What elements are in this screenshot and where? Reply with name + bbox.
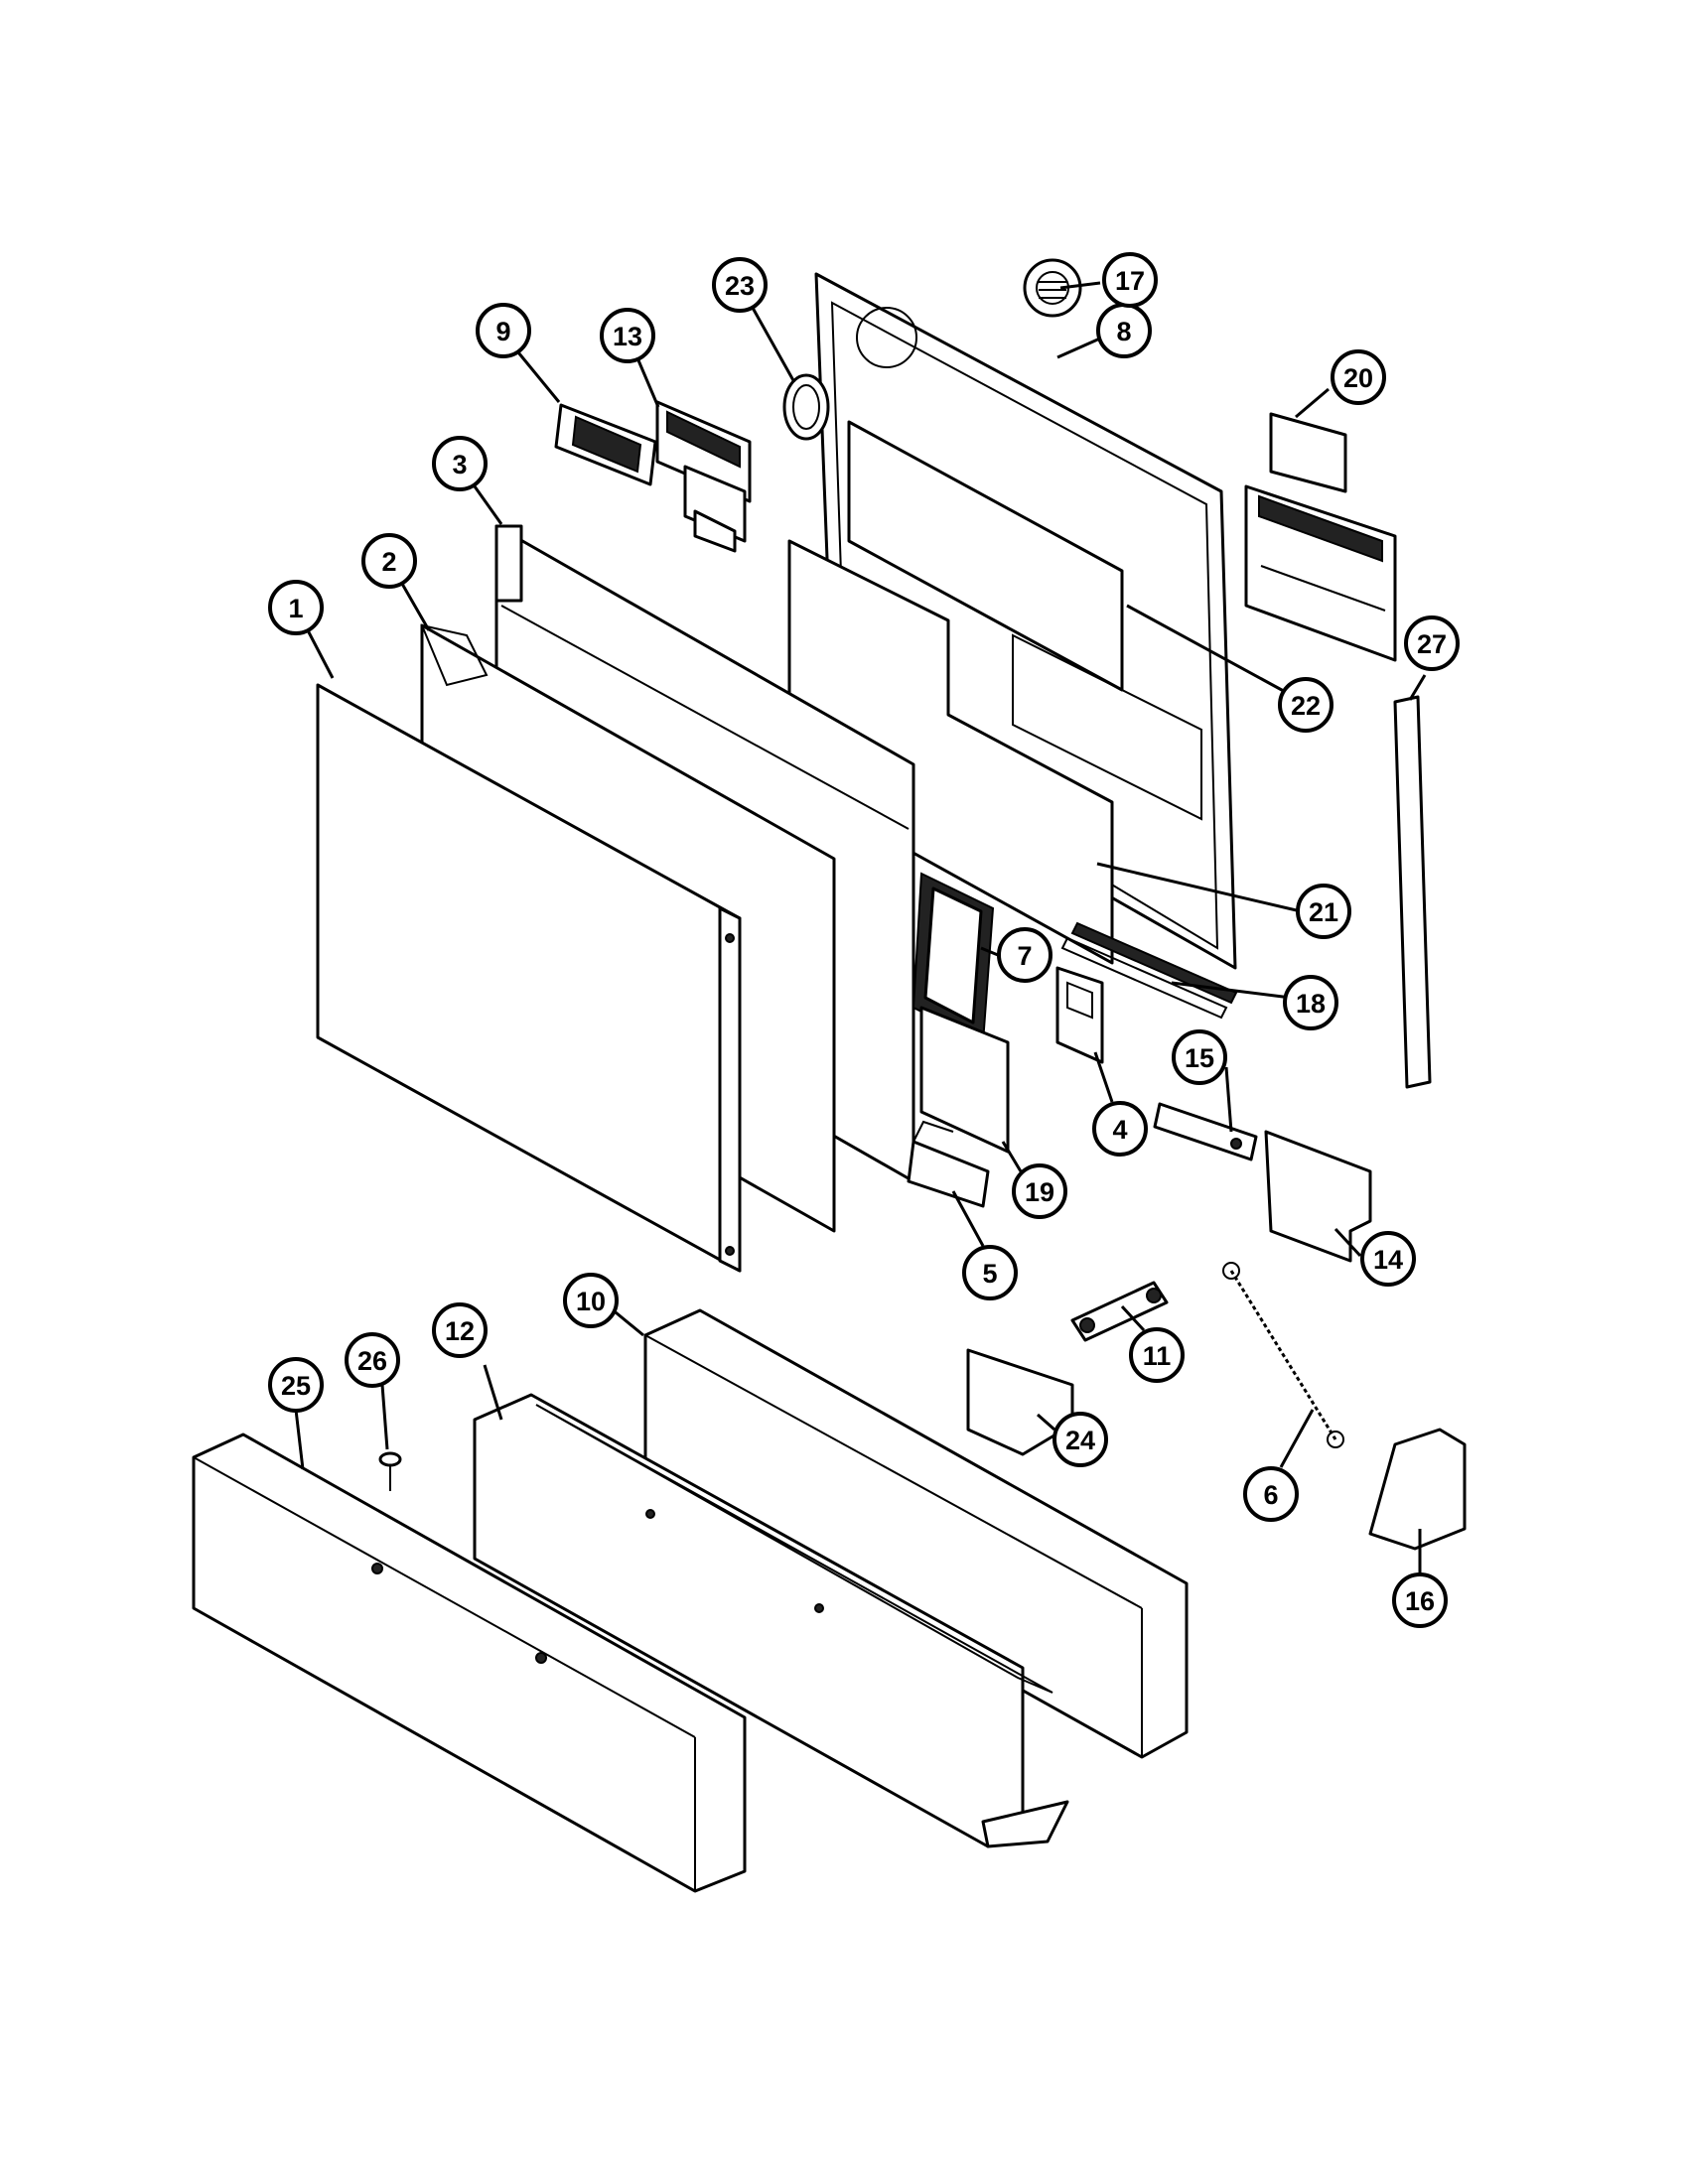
callout-9: 9 — [476, 303, 531, 358]
svg-text:23: 23 — [725, 271, 755, 301]
svg-text:10: 10 — [576, 1287, 606, 1316]
part-17-vent-knob[interactable] — [1023, 258, 1082, 318]
part-13-switch-assembly[interactable] — [655, 400, 752, 553]
svg-text:9: 9 — [495, 317, 510, 346]
svg-text:22: 22 — [1291, 691, 1321, 721]
callout-21: 21 — [1296, 884, 1351, 939]
svg-text:25: 25 — [281, 1371, 311, 1401]
part-25-kick-plate[interactable] — [192, 1433, 747, 1893]
callout-8: 8 — [1096, 303, 1152, 358]
callout-24: 24 — [1052, 1412, 1108, 1467]
svg-text:11: 11 — [1143, 1341, 1172, 1371]
callout-7: 7 — [997, 927, 1052, 983]
callout-3: 3 — [432, 436, 488, 491]
part-22-upper-insulation[interactable] — [847, 420, 1124, 692]
callout-22: 22 — [1278, 677, 1333, 733]
part-5-hinge-bracket[interactable] — [907, 1120, 990, 1208]
part-26-screw[interactable] — [378, 1451, 402, 1491]
callout-20: 20 — [1331, 349, 1386, 405]
part-19-vent-duct[interactable] — [919, 1006, 1010, 1154]
svg-text:5: 5 — [982, 1259, 997, 1289]
callout-5: 5 — [962, 1245, 1018, 1300]
svg-text:4: 4 — [1112, 1115, 1127, 1145]
callout-19: 19 — [1012, 1163, 1067, 1219]
callout-6: 6 — [1243, 1466, 1299, 1522]
part-4-latch[interactable] — [1055, 966, 1104, 1064]
callout-11: 11 — [1129, 1327, 1185, 1383]
callout-26: 26 — [345, 1332, 400, 1388]
callout-23: 23 — [712, 257, 768, 313]
part-15-bracket[interactable] — [1153, 1102, 1258, 1161]
callout-4: 4 — [1092, 1101, 1148, 1157]
callout-2: 2 — [361, 533, 417, 589]
svg-text:1: 1 — [288, 594, 303, 623]
svg-text:24: 24 — [1065, 1426, 1095, 1455]
svg-text:27: 27 — [1417, 629, 1447, 659]
svg-text:26: 26 — [357, 1346, 387, 1376]
svg-text:7: 7 — [1017, 941, 1032, 971]
callout-17: 17 — [1102, 252, 1158, 308]
svg-text:8: 8 — [1116, 317, 1131, 346]
svg-text:12: 12 — [445, 1316, 475, 1346]
callout-12: 12 — [432, 1302, 488, 1358]
svg-text:13: 13 — [613, 322, 642, 351]
callout-13: 13 — [600, 308, 655, 363]
svg-text:20: 20 — [1343, 363, 1373, 393]
svg-text:18: 18 — [1296, 989, 1326, 1019]
callout-27: 27 — [1404, 615, 1460, 671]
part-23-gasket-ring[interactable] — [782, 373, 830, 441]
part-27-side-trim[interactable] — [1393, 695, 1432, 1089]
svg-text:6: 6 — [1263, 1480, 1278, 1510]
part-1-outer-door-panel[interactable] — [316, 683, 742, 1273]
part-20-detergent-dispenser[interactable] — [1244, 412, 1397, 662]
part-24-hinge-bracket[interactable] — [966, 1348, 1074, 1456]
part-9-bezel[interactable] — [554, 403, 657, 486]
svg-text:17: 17 — [1115, 266, 1145, 296]
svg-text:21: 21 — [1309, 897, 1338, 927]
callout-10: 10 — [563, 1273, 619, 1328]
callout-16: 16 — [1392, 1572, 1448, 1628]
part-12-toe-panel[interactable] — [473, 1393, 1069, 1848]
svg-text:14: 14 — [1373, 1245, 1403, 1275]
svg-text:19: 19 — [1025, 1177, 1054, 1207]
callout-15: 15 — [1172, 1029, 1227, 1085]
svg-text:16: 16 — [1405, 1586, 1435, 1616]
leader-lines — [294, 281, 1427, 1573]
callout-18: 18 — [1283, 975, 1338, 1030]
part-6-spring[interactable] — [1222, 1262, 1344, 1448]
callout-14: 14 — [1360, 1231, 1416, 1287]
svg-text:15: 15 — [1185, 1043, 1214, 1073]
part-11-link[interactable] — [1070, 1281, 1169, 1342]
part-16-corner-bracket[interactable] — [1368, 1428, 1467, 1551]
callout-1: 1 — [268, 580, 324, 635]
svg-text:2: 2 — [381, 547, 396, 577]
part-14-mounting-plate[interactable] — [1264, 1130, 1372, 1263]
callout-25: 25 — [268, 1357, 324, 1413]
svg-text:3: 3 — [452, 450, 467, 479]
